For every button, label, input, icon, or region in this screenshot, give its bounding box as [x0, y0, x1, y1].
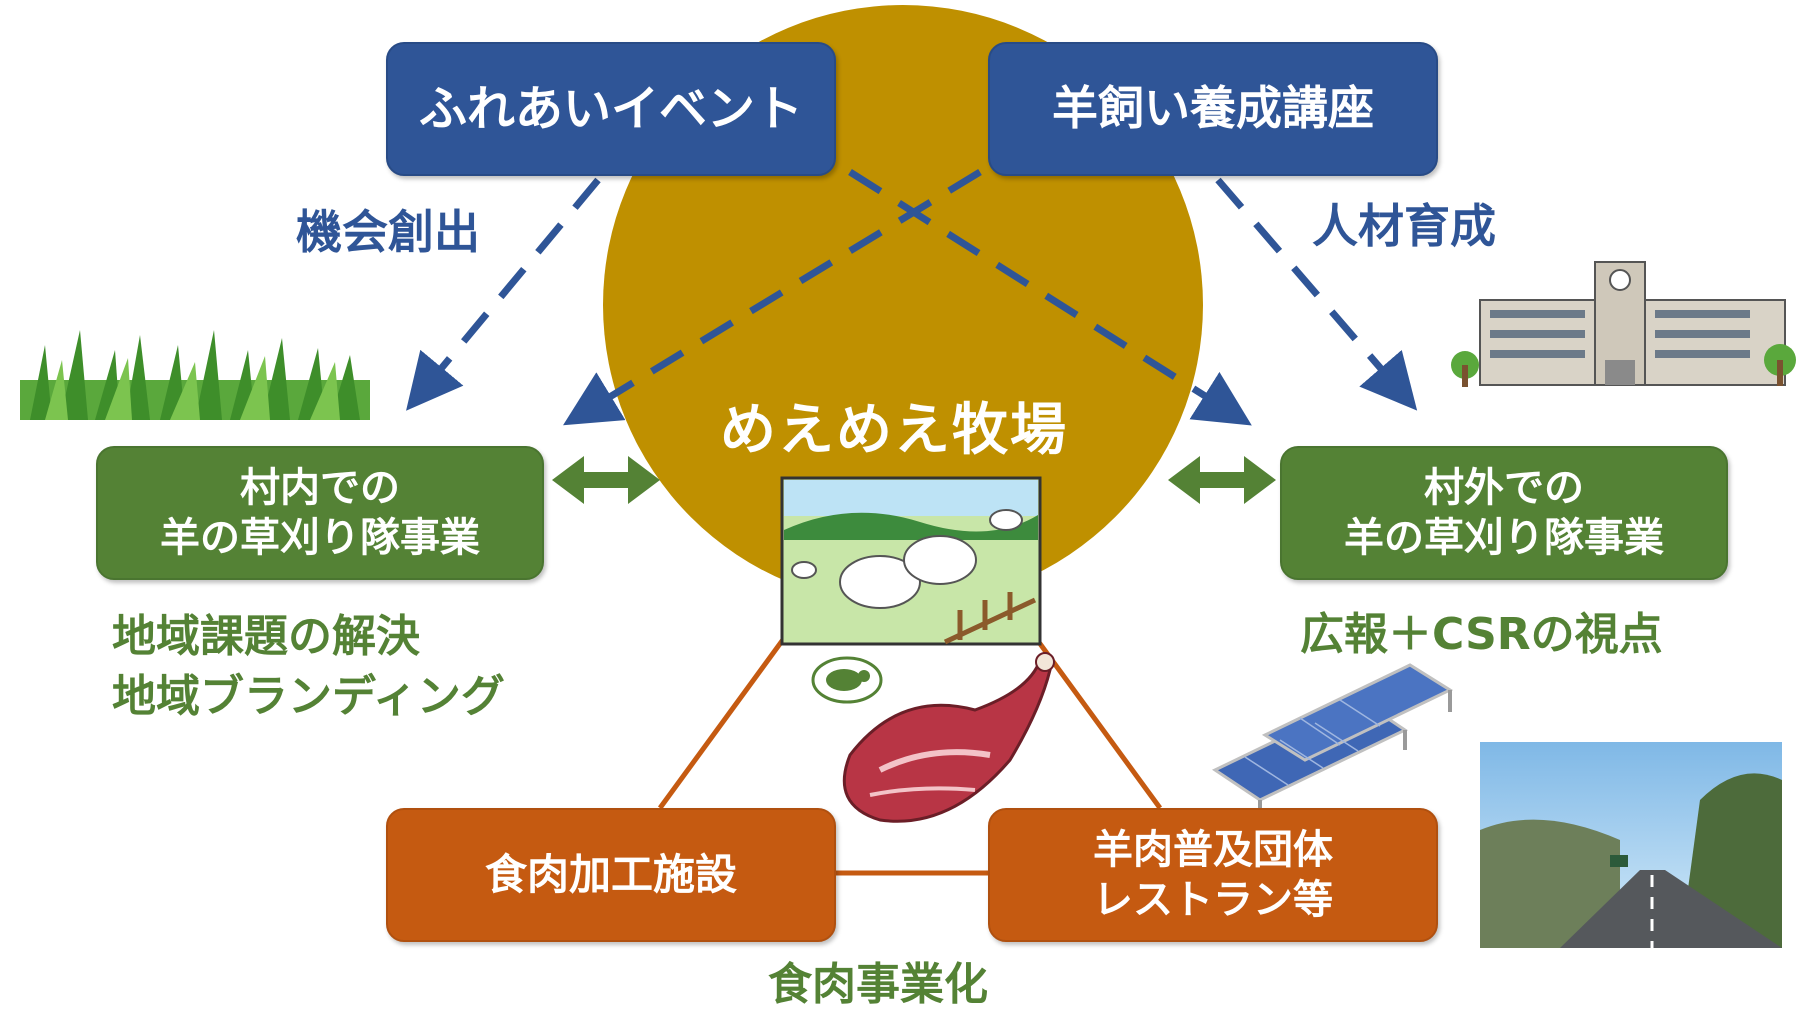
out-village-mowing-box: 村外での 羊の草刈り隊事業 [1280, 446, 1728, 580]
out-village-line2: 羊の草刈り隊事業 [1344, 515, 1664, 561]
meat-business-label: 食肉事業化 [768, 959, 988, 1010]
opportunity-label: 機会創出 [296, 205, 480, 259]
human-resources-label: 人材育成 [1312, 199, 1496, 253]
lamb-promotion-box: 羊肉普及団体 レストラン等 [988, 808, 1438, 942]
regional-issues-label: 地域課題の解決 [112, 611, 420, 662]
sheep-pasture-icon [780, 476, 1042, 646]
out-village-line1: 村外での [1424, 465, 1584, 511]
lamb-meat-icon [842, 652, 1055, 823]
left-double-arrow [552, 456, 660, 504]
sheep-logo-icon [811, 656, 883, 704]
meat-processing-box: 食肉加工施設 [386, 808, 836, 942]
in-village-line2: 羊の草刈り隊事業 [160, 515, 480, 561]
pr-csr-label: 広報＋CSRの視点 [1300, 609, 1663, 660]
ranch-title: めえめえ牧場 [720, 398, 1068, 463]
highway-icon [1480, 742, 1782, 948]
in-village-line1: 村内での [240, 465, 400, 511]
meat-processing-label: 食肉加工施設 [484, 849, 737, 899]
regional-branding-label: 地域ブランディング [112, 671, 505, 722]
lamb-promotion-line2: レストラン等 [1093, 877, 1333, 923]
solar-panels-icon [1211, 663, 1454, 820]
grass-icon [20, 330, 370, 420]
contact-event-box: ふれあいイベント [386, 42, 836, 176]
lamb-promotion-line1: 羊肉普及団体 [1093, 827, 1333, 873]
shepherd-course-box: 羊飼い養成講座 [988, 42, 1438, 176]
right-double-arrow [1168, 456, 1276, 504]
shepherd-course-label: 羊飼い養成講座 [1052, 81, 1374, 136]
in-village-mowing-box: 村内での 羊の草刈り隊事業 [96, 446, 544, 580]
contact-event-label: ふれあいイベント [418, 81, 803, 137]
dashed-arrows [406, 169, 1418, 426]
school-building-icon [1451, 261, 1796, 387]
